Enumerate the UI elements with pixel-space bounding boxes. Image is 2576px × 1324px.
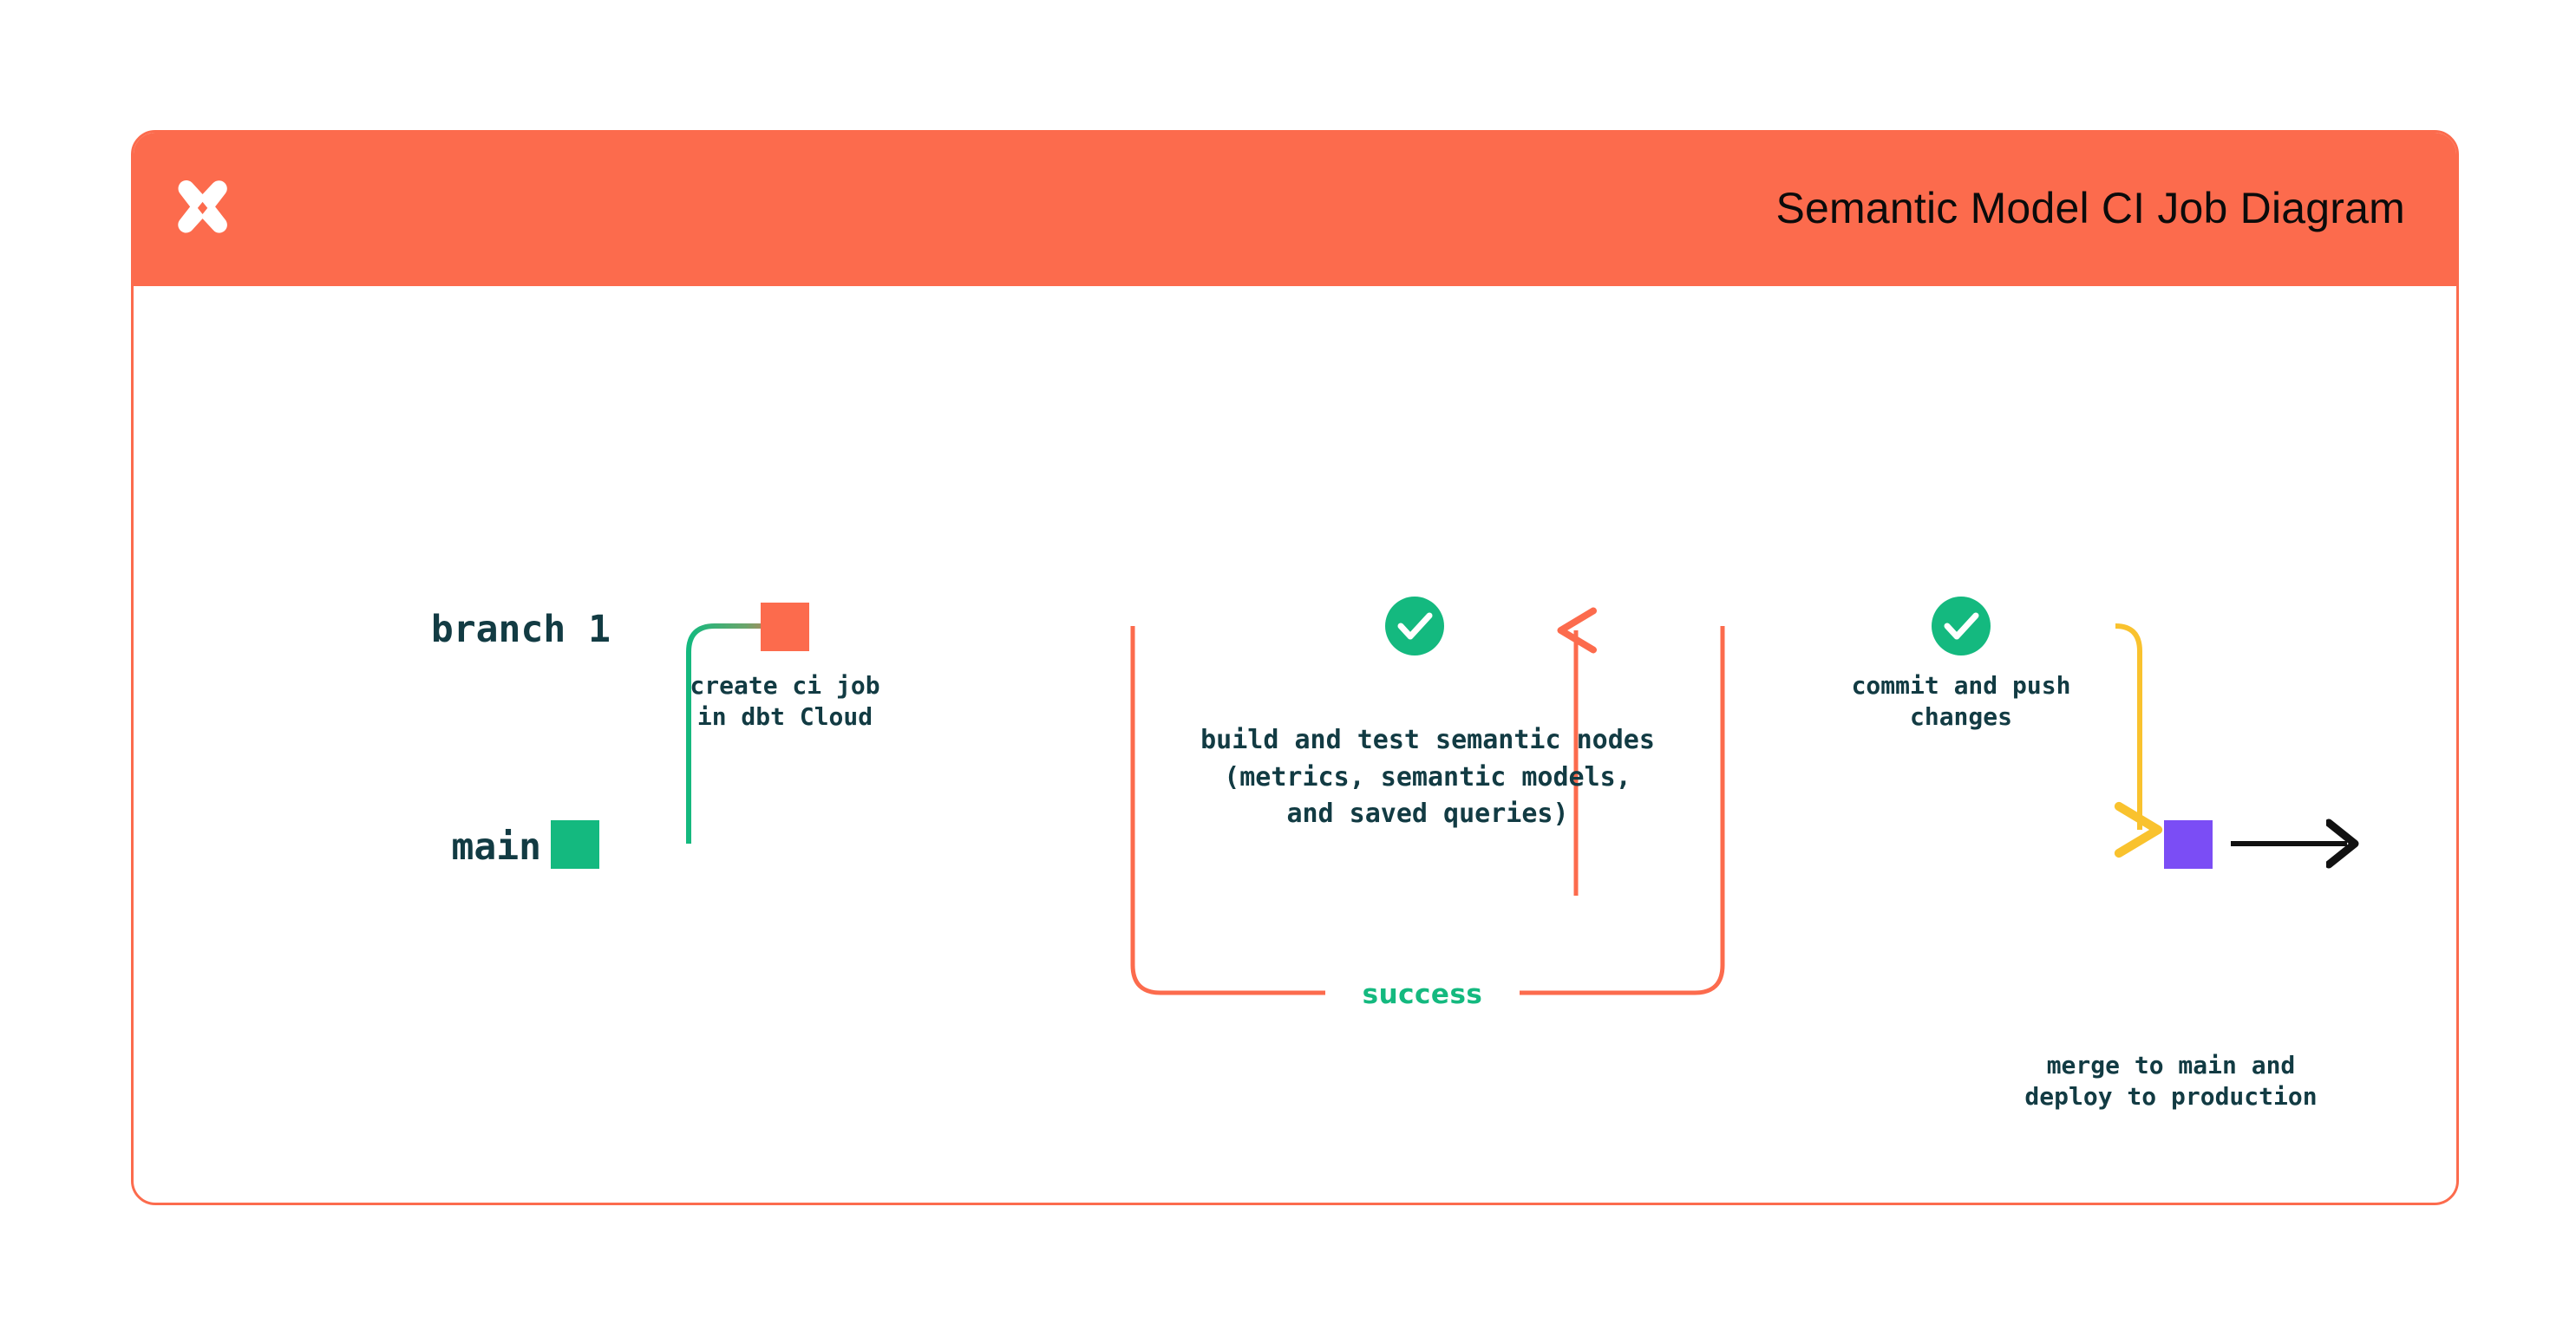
merge-down-edge [2114, 623, 2163, 858]
success-label-gap [1325, 976, 1520, 1009]
main-start-marker [551, 820, 599, 869]
node-label-build-and-test: build and test semantic nodes (metrics, … [1200, 725, 1655, 830]
merge-to-main-marker [2164, 820, 2213, 869]
diagram-svg [551, 597, 2459, 1009]
commit-and-push-check-icon [1932, 597, 1991, 655]
card-header: Semantic Model CI Job Diagram [134, 133, 2456, 286]
dbt-x-logo-icon [167, 174, 235, 242]
node-label-create-ci-job: create ci job in dbt Cloud [690, 671, 880, 731]
success-edge-label: success [1362, 979, 1483, 1010]
branch-label-branch-1: branch 1 [430, 608, 611, 651]
branch-label-main: main [451, 825, 541, 869]
create-ci-job-marker [761, 603, 809, 651]
branch-off-edge [686, 623, 793, 844]
build-and-test-check-icon [1385, 597, 1444, 655]
branch-diagram: branch 1 main create ci job in dbt Cloud… [134, 289, 2459, 1203]
page-title: Semantic Model CI Job Diagram [1775, 184, 2405, 232]
success-loop-right [1518, 626, 1725, 995]
node-label-commit-and-push: commit and push changes [1851, 671, 2071, 731]
success-loop-left [1130, 626, 1327, 995]
node-label-merge-to-main: merge to main and deploy to production [2024, 1051, 2318, 1111]
diagram-card: Semantic Model CI Job Diagram [131, 130, 2459, 1205]
